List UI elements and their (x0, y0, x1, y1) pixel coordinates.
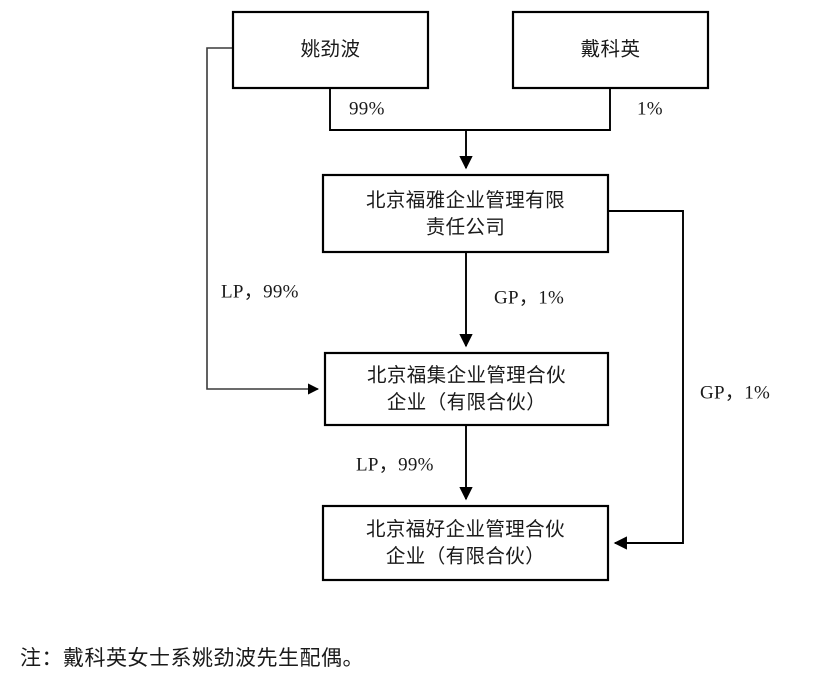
node-beijing-fuhao-label-line2: 企业（有限合伙） (386, 545, 545, 567)
node-beijing-fuji-label-line2: 企业（有限合伙） (387, 391, 546, 413)
edge-yao-fuji (206, 47, 320, 395)
node-yao-jinbo[interactable]: 姚劲波 (231, 10, 430, 90)
node-dai-keying-label: 戴科英 (581, 38, 641, 60)
node-beijing-fuya-label-line1: 北京福雅企业管理有限 (366, 189, 565, 211)
edge-label-yao-fuji: LP，99% (221, 281, 299, 302)
edge-label-yao-fuya: 99% (349, 98, 385, 119)
node-beijing-fuji-label-line1: 北京福集企业管理合伙 (367, 364, 566, 386)
edge-label-fuji-fuhao: LP，99% (356, 454, 434, 475)
node-dai-keying[interactable]: 戴科英 (511, 10, 710, 90)
edge-dai-fuya (466, 88, 611, 131)
node-beijing-fuhao-label-line1: 北京福好企业管理合伙 (366, 518, 565, 540)
edge-fuya-fuhao (608, 210, 684, 550)
edge-yao-fuya (329, 88, 466, 131)
footnote-text: 注：戴科英女士系姚劲波先生配偶。 (20, 646, 364, 670)
node-beijing-fuhao[interactable]: 北京福好企业管理合伙 企业（有限合伙） (321, 504, 610, 582)
edge-label-fuya-fuji: GP，1% (494, 287, 564, 308)
edge-label-fuya-fuhao: GP，1% (700, 382, 770, 403)
edge-label-dai-fuya: 1% (637, 98, 663, 119)
node-beijing-fuji[interactable]: 北京福集企业管理合伙 企业（有限合伙） (323, 351, 610, 427)
node-beijing-fuya[interactable]: 北京福雅企业管理有限 责任公司 (321, 173, 610, 254)
node-yao-jinbo-label: 姚劲波 (301, 38, 361, 60)
node-beijing-fuya-label-line2: 责任公司 (426, 216, 506, 238)
